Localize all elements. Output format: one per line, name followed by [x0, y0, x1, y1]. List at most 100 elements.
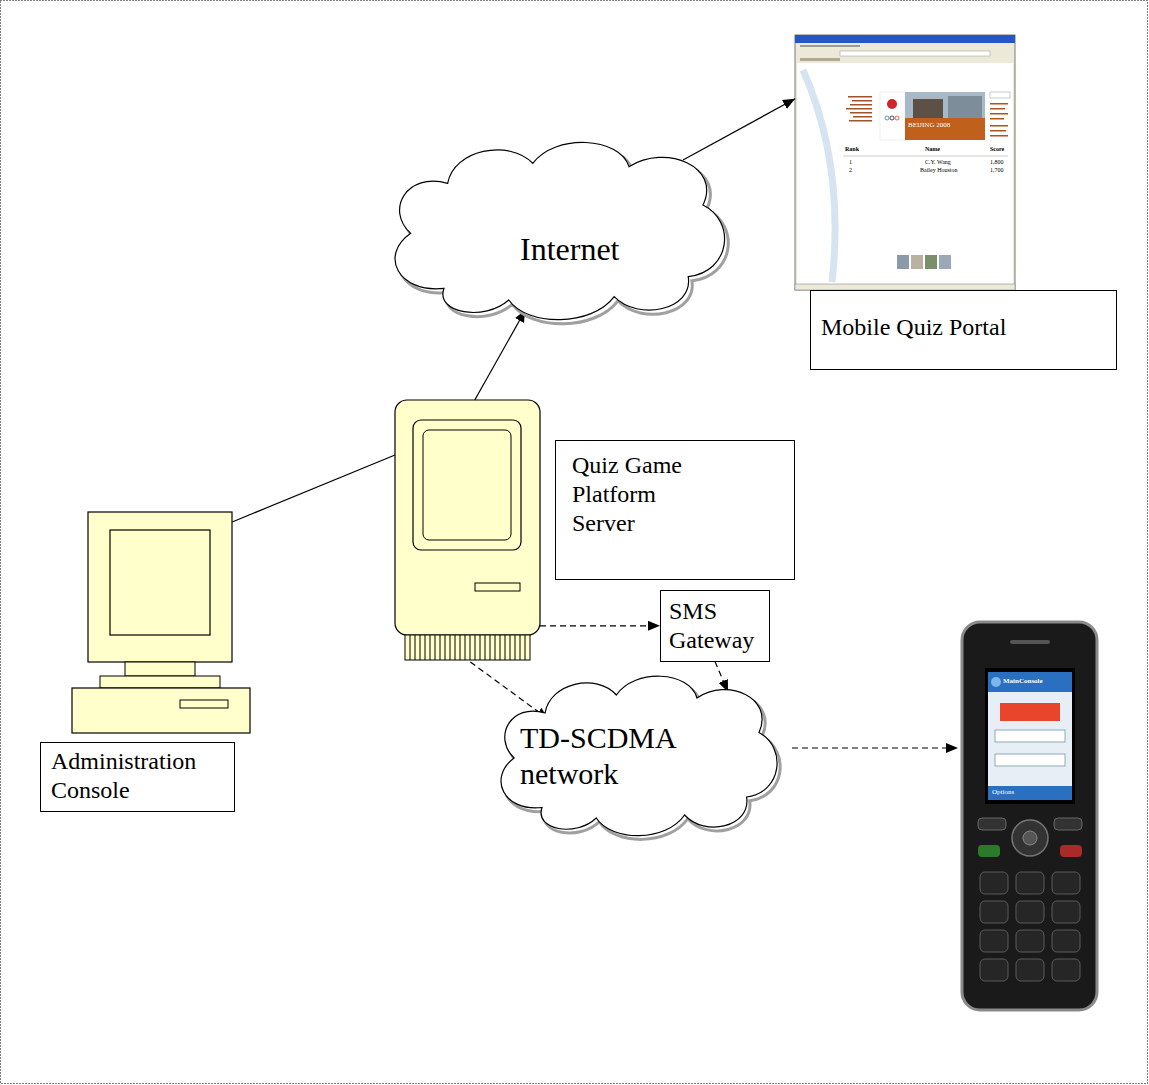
table-cell: 1,800 [990, 159, 1004, 165]
table-rule [843, 156, 1008, 157]
phone-call-key [978, 845, 1000, 857]
portal-screenshot [795, 35, 1015, 290]
nav-line [850, 112, 872, 114]
box-label: Administration Console [40, 742, 235, 812]
side-line [990, 103, 1008, 105]
olympic-ring [895, 116, 899, 120]
phone-screen [988, 672, 1072, 800]
connector [475, 310, 526, 400]
browser-window [795, 35, 1015, 290]
phone-soft-key [978, 818, 1006, 830]
side-line [990, 118, 1004, 120]
browser-title-bar [795, 35, 1015, 43]
thumbnail [925, 255, 937, 269]
phone-end-key [1060, 845, 1082, 857]
cloud-label: Internet [520, 230, 620, 268]
phone-soft-bar [988, 786, 1072, 800]
server-slot [475, 583, 520, 591]
server-screen [423, 430, 511, 540]
thumbnail [897, 255, 909, 269]
console-icon [72, 512, 250, 733]
table-header: Name [925, 146, 940, 152]
banner-photo-building [948, 96, 982, 118]
phone-screen-text: Options [992, 789, 1014, 796]
network-cloud: TD-SCDMA network [480, 665, 790, 845]
nav-line [849, 120, 872, 122]
side-line [990, 108, 1005, 110]
table-cell: 1,700 [990, 167, 1004, 173]
dashed-connector [470, 662, 548, 719]
network-to-phone-arrow [792, 743, 958, 753]
table-cell: C.Y. Wang [925, 159, 951, 165]
phone-top-bar [988, 672, 1072, 692]
box-label: SMS Gateway [669, 597, 761, 655]
console-monitor [88, 512, 232, 662]
console-slot [180, 700, 228, 708]
arrow-head [946, 743, 958, 753]
thumbnail [911, 255, 923, 269]
phone-body [962, 622, 1097, 1010]
connector [232, 455, 395, 522]
server-base [405, 635, 530, 660]
browser-links-bar [800, 58, 840, 61]
network-cloud: Internet [370, 130, 740, 330]
side-line [990, 125, 1008, 127]
connector [683, 99, 795, 160]
banner-band [905, 118, 985, 140]
mobile-phone [962, 622, 1097, 1010]
table-header: Rank [845, 146, 859, 152]
phone-screen-frame [985, 668, 1075, 804]
console-screen [110, 530, 210, 635]
phone-speaker [1010, 640, 1050, 644]
dashed-connector [715, 662, 728, 692]
phone-select-key [1023, 831, 1037, 845]
search-box [990, 92, 1010, 98]
console-node: Administration Console [72, 512, 250, 733]
nav-line [850, 104, 872, 106]
server-vents [410, 635, 525, 660]
banner-photo [905, 92, 985, 118]
browser-page [797, 63, 1013, 284]
portal-node: Mobile Quiz Portal [795, 35, 1015, 290]
nav-line [848, 96, 872, 98]
browser-menu [800, 45, 860, 47]
phone-screen-text: MainConsole [1003, 678, 1043, 685]
gateway-box: SMS Gateway [660, 590, 770, 662]
nav-line [853, 116, 872, 118]
cloud-border [395, 142, 724, 319]
connectors [232, 99, 795, 719]
logo-panel [880, 92, 905, 140]
page-decoration [803, 70, 835, 282]
server-node: Quiz Game Platform Server [395, 400, 540, 662]
browser-address-bar [840, 51, 990, 56]
cloud-label: TD-SCDMA network [520, 720, 720, 792]
dashed-wire [792, 747, 946, 748]
table-cell: Bailey Houston [920, 167, 958, 173]
table-cell: 1 [849, 159, 852, 165]
server-body [395, 400, 540, 635]
thumbnail [939, 255, 951, 269]
beijing-emblem [887, 99, 897, 109]
phone-nav-key [1012, 820, 1048, 856]
olympic-ring [885, 116, 889, 120]
olympic-ring [890, 116, 894, 120]
banner-photo-statue [913, 99, 943, 118]
console-base [72, 688, 250, 733]
phone-field [995, 754, 1065, 766]
side-line [990, 130, 1006, 132]
banner-text: BEIJING 2008 [908, 122, 950, 129]
table-cell: 2 [849, 167, 852, 173]
side-line [990, 135, 1008, 137]
box-label: Mobile Quiz Portal [810, 290, 1117, 370]
phone-keypad [980, 872, 1080, 981]
phone-banner [1000, 703, 1060, 721]
console-neck [125, 662, 195, 676]
phone-field [995, 730, 1065, 742]
cloud-outline [370, 130, 740, 330]
phone-soft-key [1054, 818, 1082, 830]
server-icon [395, 400, 540, 660]
console-stand [100, 676, 220, 688]
table-header: Score [990, 146, 1004, 152]
